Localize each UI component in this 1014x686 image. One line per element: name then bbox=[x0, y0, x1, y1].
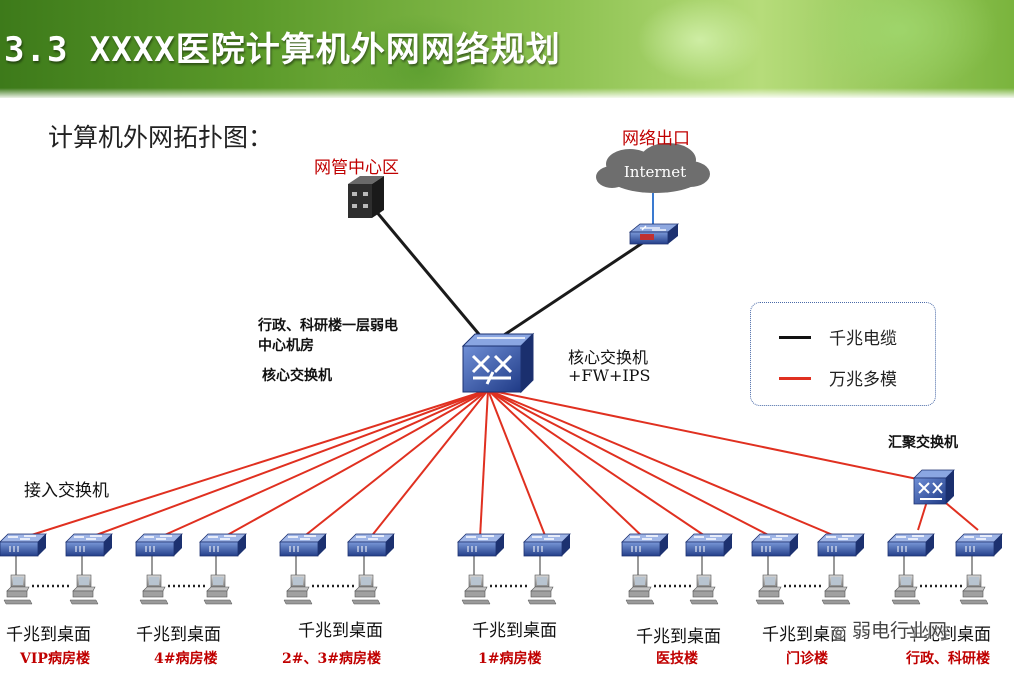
fiber-links bbox=[21, 389, 923, 539]
access-switch-icon bbox=[65, 533, 113, 557]
fiber-uplink bbox=[369, 389, 489, 539]
desktop-label: 千兆到桌面 bbox=[6, 625, 91, 645]
pc-icon bbox=[203, 574, 233, 605]
aggregation-switch-label: 汇聚交换机 bbox=[888, 435, 958, 451]
legend: 千兆电缆 万兆多模 bbox=[750, 302, 936, 406]
access-switch-icon bbox=[457, 533, 505, 557]
desktop-label: 千兆到桌面 bbox=[298, 621, 383, 641]
desktop-label: 千兆到桌面 bbox=[472, 621, 557, 641]
desktop-label: 千兆到桌面 bbox=[636, 627, 721, 647]
pc-icon bbox=[69, 574, 99, 605]
fiber-uplink bbox=[487, 389, 547, 539]
access-switch-icon bbox=[0, 533, 47, 557]
pc-icon bbox=[283, 574, 313, 605]
pc-icon bbox=[461, 574, 491, 605]
desktop-label: 千兆到桌面 bbox=[906, 625, 991, 645]
access-switch-icon bbox=[199, 533, 247, 557]
access-switch-icon bbox=[751, 533, 799, 557]
core-switch-sublabel: +FW+IPS bbox=[568, 366, 651, 385]
nms-server-icon bbox=[348, 176, 384, 218]
access-switch-icon bbox=[621, 533, 669, 557]
room-label-line2: 中心机房 bbox=[258, 338, 314, 354]
aggregation-switch-icon bbox=[913, 469, 955, 505]
internet-cloud bbox=[596, 143, 710, 193]
building-label: 2#、3#病房楼 bbox=[282, 651, 381, 667]
legend-fiber-label: 万兆多模 bbox=[829, 370, 897, 390]
fiber-uplink bbox=[21, 389, 489, 539]
room-label-line3: 核心交换机 bbox=[262, 368, 332, 384]
pc-icon bbox=[527, 574, 557, 605]
pc-icon bbox=[351, 574, 381, 605]
fiber-uplink bbox=[87, 389, 489, 539]
header-banner bbox=[0, 0, 1014, 98]
access-switch-icon bbox=[279, 533, 327, 557]
link-core-firewall bbox=[491, 236, 651, 345]
fiber-uplink bbox=[479, 389, 489, 539]
pc-icon bbox=[891, 574, 921, 605]
building-label: 4#病房楼 bbox=[154, 651, 218, 667]
desktop-label: 千兆到桌面 bbox=[762, 625, 847, 645]
access-switch-icon bbox=[887, 533, 935, 557]
access-switch-icon bbox=[955, 533, 1003, 557]
access-switch-icon bbox=[347, 533, 395, 557]
building-label: 1#病房楼 bbox=[478, 651, 542, 667]
legend-copper-label: 千兆电缆 bbox=[829, 329, 897, 349]
page-title: 3.3 XXXX医院计算机外网网络规划 bbox=[4, 30, 561, 70]
access-switch-icon bbox=[523, 533, 571, 557]
copper-links bbox=[368, 193, 654, 346]
fiber-uplink bbox=[487, 389, 841, 539]
fiber-uplink bbox=[301, 389, 489, 539]
core-switch-icon bbox=[461, 332, 535, 394]
diagram-subtitle: 计算机外网拓扑图： bbox=[48, 123, 274, 152]
access-switch-icon bbox=[817, 533, 865, 557]
desktop-links bbox=[15, 556, 973, 588]
fiber-uplink bbox=[487, 389, 645, 539]
pc-icon bbox=[959, 574, 989, 605]
link-core-nms bbox=[368, 203, 490, 346]
building-label: 门诊楼 bbox=[786, 651, 828, 667]
wechat-icon: ◎ bbox=[832, 622, 846, 641]
fiber-uplink-aggregation bbox=[487, 389, 923, 481]
fiber-uplink bbox=[157, 389, 489, 539]
pc-icon bbox=[139, 574, 169, 605]
fiber-uplink bbox=[221, 389, 489, 539]
firewall-switch-icon bbox=[628, 223, 680, 245]
nms-zone-label: 网管中心区 bbox=[314, 158, 399, 178]
watermark-text: 弱电行业网 bbox=[852, 620, 948, 642]
legend-copper-swatch bbox=[779, 336, 811, 339]
building-label: VIP病房楼 bbox=[20, 651, 90, 667]
pc-icon bbox=[821, 574, 851, 605]
desktop-label: 千兆到桌面 bbox=[136, 625, 221, 645]
net-exit-label: 网络出口 bbox=[622, 129, 690, 149]
pc-icon bbox=[755, 574, 785, 605]
access-layer bbox=[0, 533, 1003, 605]
internet-label: Internet bbox=[624, 163, 686, 181]
building-label: 医技楼 bbox=[656, 651, 698, 667]
access-switch-icon bbox=[135, 533, 183, 557]
fiber-uplink bbox=[487, 389, 709, 539]
pc-icon bbox=[625, 574, 655, 605]
building-label: 行政、科研楼 bbox=[906, 651, 990, 667]
fiber-uplink bbox=[487, 389, 775, 539]
access-switch-label: 接入交换机 bbox=[24, 481, 109, 501]
access-switch-icon bbox=[685, 533, 733, 557]
legend-fiber-swatch bbox=[779, 377, 811, 380]
pc-icon bbox=[689, 574, 719, 605]
pc-icon bbox=[3, 574, 33, 605]
watermark: ◎ 弱电行业网 bbox=[832, 616, 947, 643]
core-switch-label: 核心交换机 bbox=[568, 348, 649, 367]
room-label-line1: 行政、科研楼一层弱电 bbox=[258, 318, 398, 334]
